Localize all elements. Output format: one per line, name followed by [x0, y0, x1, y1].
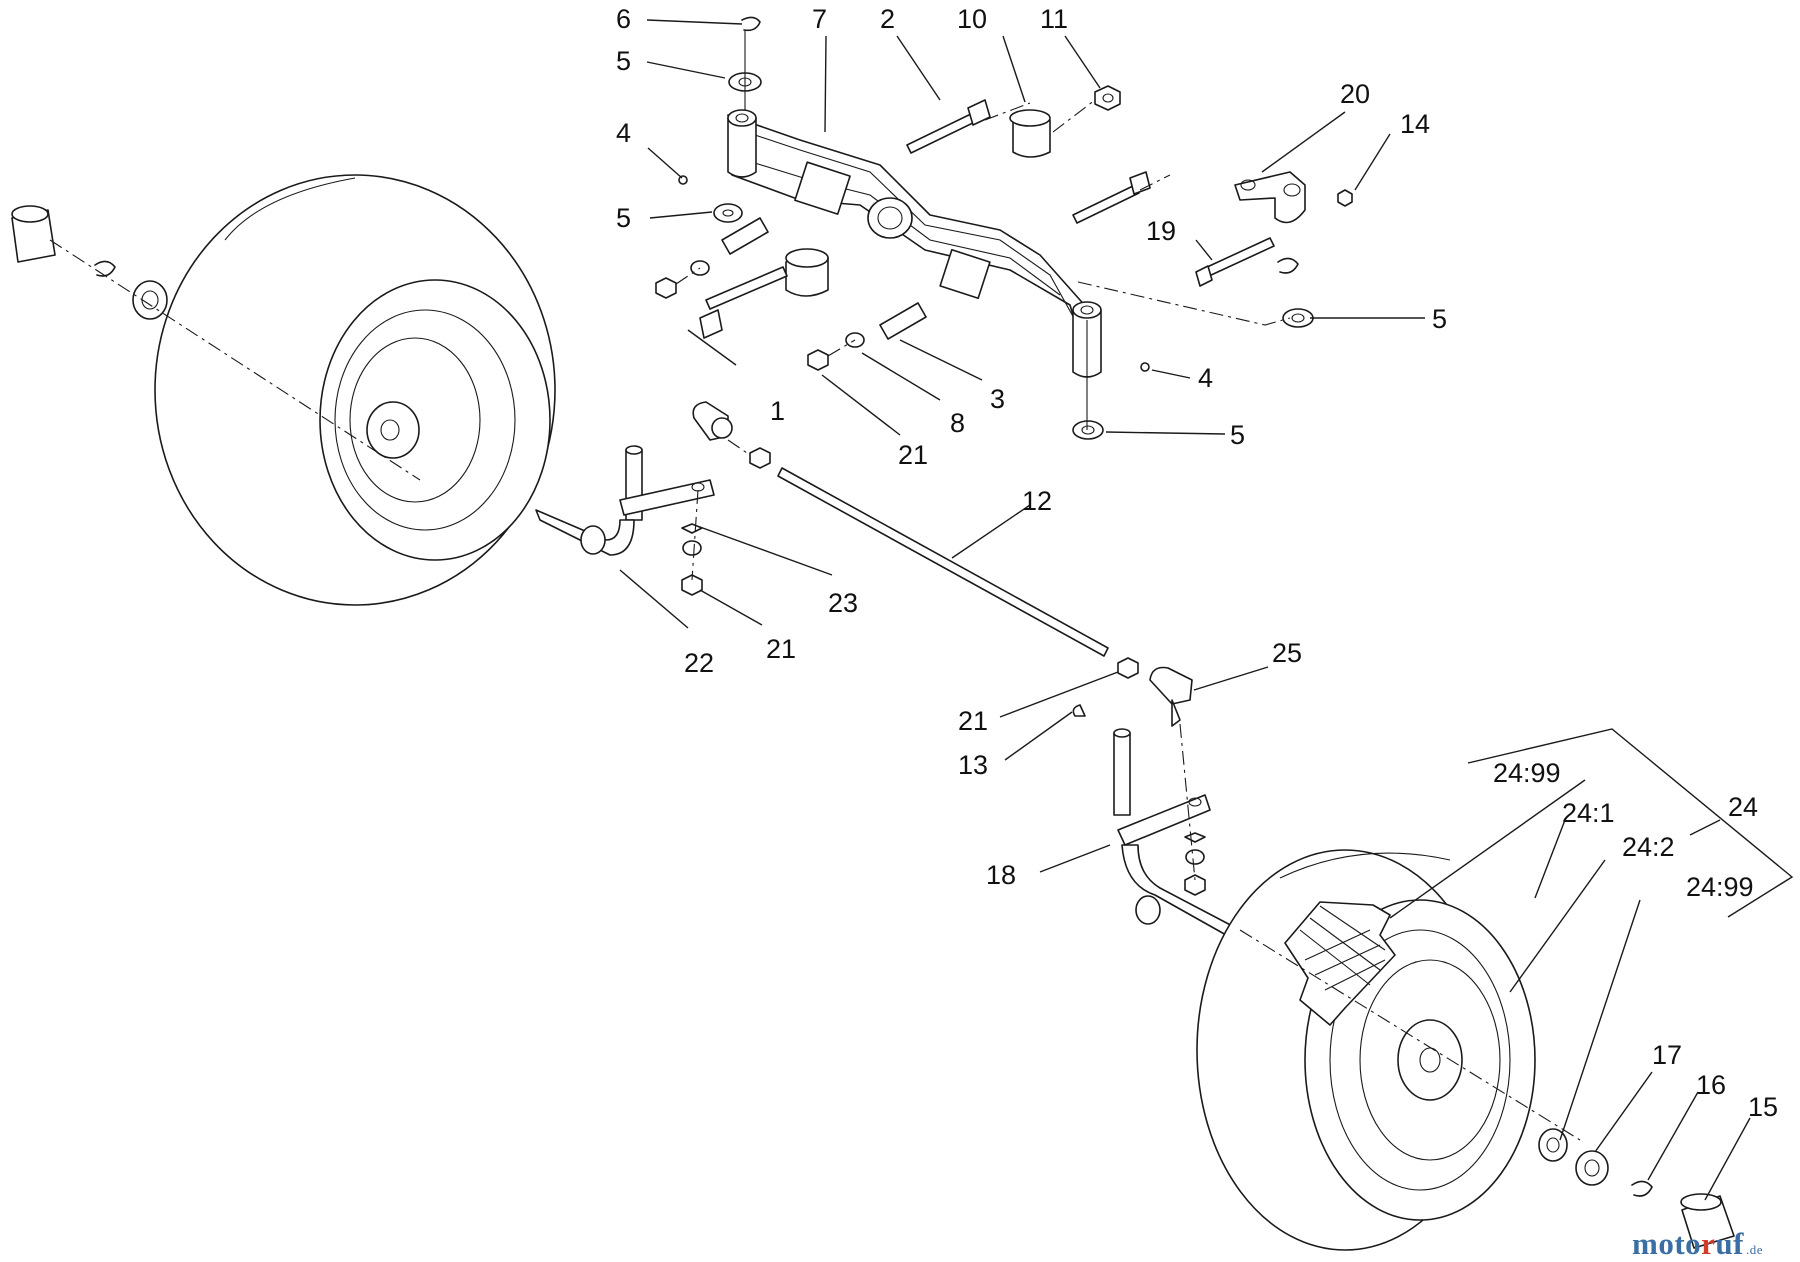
steering-pivot-arm: [1234, 171, 1306, 224]
right-pivot-washer: [1282, 308, 1314, 328]
wheel-e-clip-16: [1631, 1180, 1653, 1197]
callout-12: 12: [1022, 486, 1052, 516]
left-wheel: [154, 174, 556, 606]
left-ball-joint: [692, 401, 733, 441]
right-ball-joint: [1149, 666, 1193, 727]
callout-24-1: 24:1: [1562, 798, 1615, 828]
callout-19: 19: [1146, 216, 1176, 246]
spindle-washer-left-a: [681, 523, 703, 534]
callout-21: 21: [898, 440, 928, 470]
callout-6: 6: [616, 4, 631, 34]
callout-24-99: 24:99: [1686, 872, 1754, 902]
left-wheel-spacer: [132, 280, 168, 320]
callout-10: 10: [957, 4, 987, 34]
callout-3: 3: [990, 384, 1005, 414]
hitch-pin-clip: [741, 16, 761, 32]
leader-lines: [619, 19, 1751, 1201]
callout-7: 7: [812, 4, 827, 34]
pivot-bolt-short: [1195, 237, 1275, 287]
callout-23: 23: [828, 588, 858, 618]
callout-25: 25: [1272, 638, 1302, 668]
callout-5: 5: [1432, 304, 1447, 334]
left-wheel-bushing: [11, 205, 56, 263]
callout-4: 4: [1198, 363, 1213, 393]
callout-2: 2: [880, 4, 895, 34]
grease-fitting-right: [1140, 362, 1150, 372]
motoruf-watermark-logo: motoruf.de: [1632, 1226, 1764, 1261]
callout-14: 14: [1400, 109, 1430, 139]
pivot-bolt-upper: [906, 99, 991, 154]
lock-nut-b: [807, 349, 829, 371]
callout-15: 15: [1748, 1092, 1778, 1122]
callout-5: 5: [1230, 420, 1245, 450]
lower-right-washer: [1072, 420, 1104, 440]
callout-16: 16: [1696, 1070, 1726, 1100]
spindle-nut-right: [1184, 874, 1206, 896]
left-wheel-e-clip: [94, 260, 116, 277]
left-spindle: [535, 445, 715, 556]
wheel-spacer-17: [1575, 1150, 1609, 1186]
callout-5: 5: [616, 203, 631, 233]
callout-24-2: 24:2: [1622, 832, 1675, 862]
pivot-e-clip: [1277, 257, 1299, 274]
axle-nut-upper: [1094, 85, 1121, 111]
key-13: [1072, 704, 1086, 717]
callout-8: 8: [950, 408, 965, 438]
tire-tread-decal: [1284, 901, 1396, 1026]
callout-21: 21: [958, 706, 988, 736]
tie-rod-nut-right: [1117, 657, 1139, 679]
callout-24: 24: [1728, 792, 1758, 822]
callout-5: 5: [616, 46, 631, 76]
front-axle-beam: [727, 109, 1102, 378]
right-spindle: [1113, 728, 1241, 941]
callout-17: 17: [1652, 1040, 1682, 1070]
tie-rod: [777, 467, 1109, 657]
small-lock-nut: [1337, 189, 1353, 207]
rubber-bushing-lower: [785, 248, 829, 297]
callout-1: 1: [770, 396, 785, 426]
callout-20: 20: [1340, 79, 1370, 109]
callout-13: 13: [958, 750, 988, 780]
callout-22: 22: [684, 648, 714, 678]
spindle-washer-right-a: [1184, 832, 1206, 843]
callout-labels: 6 7 2 10 11 5 4 5 20 14 19 5 4 5 1 3 8 2…: [616, 4, 1778, 1122]
spacer-sleeve-upper: [721, 217, 769, 255]
hub-bearing: [1538, 1128, 1568, 1162]
rubber-bushing-upper: [1009, 109, 1051, 158]
kit-bracket: [1467, 728, 1794, 918]
pivot-bolt-lower: [699, 266, 788, 339]
pivot-bolt-rear: [1072, 171, 1151, 224]
spindle-washer-left-b: [682, 540, 702, 556]
callout-21: 21: [766, 634, 796, 664]
spacer-sleeve-lower: [879, 302, 927, 340]
callout-4: 4: [616, 118, 631, 148]
callout-18: 18: [986, 860, 1016, 890]
hub-cap-15: [1680, 1193, 1735, 1249]
lower-left-washer: [713, 203, 743, 223]
right-wheel: [1196, 849, 1536, 1251]
callout-24-99: 24:99: [1493, 758, 1561, 788]
spindle-washer-right-b: [1185, 849, 1205, 865]
tie-rod-nut-left: [749, 447, 771, 469]
lock-nut-a: [655, 277, 677, 299]
callout-11: 11: [1040, 4, 1068, 34]
